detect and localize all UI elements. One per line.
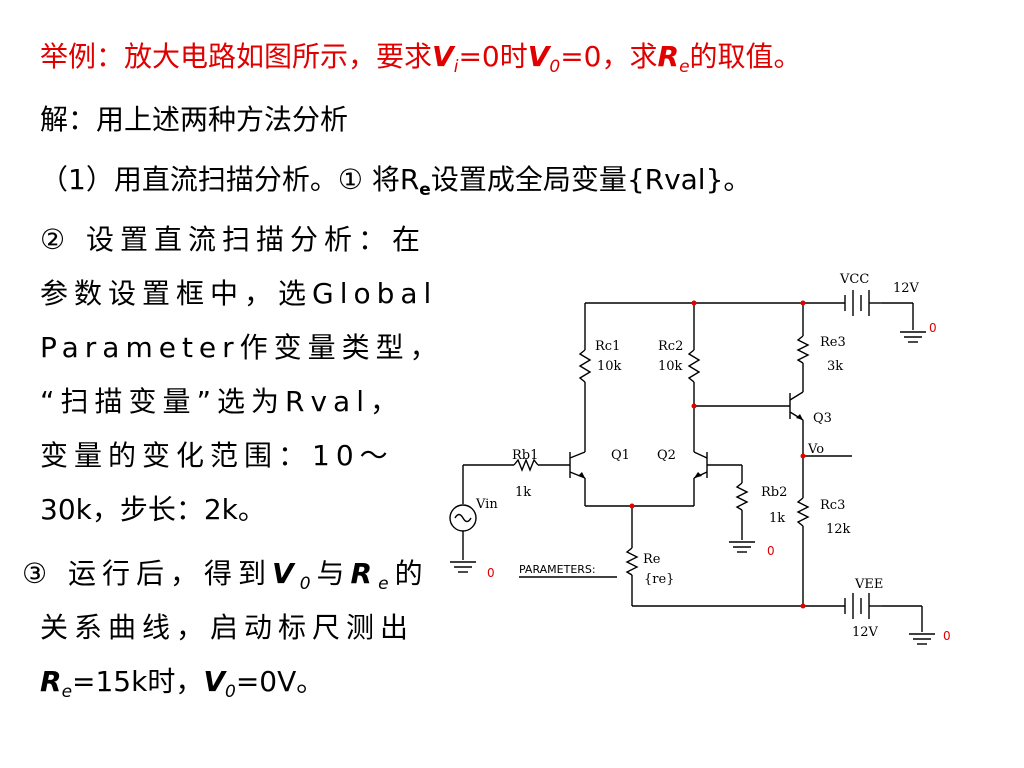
ground-label-vin: 0 — [487, 566, 495, 580]
circuit-schematic: VCC 12V 0 Rc1 10k Rc2 10k Re3 3k Q3 Vo Q… — [449, 272, 951, 645]
step3-line-2: 关系曲线，启动标尺测出 — [40, 611, 415, 644]
re3-value: 3k — [827, 359, 843, 374]
q1-label: Q1 — [611, 448, 630, 463]
ground-label-vcc: 0 — [929, 321, 937, 335]
title-text-4: 的取值。 — [689, 40, 802, 73]
step3-text-2: 与 — [316, 557, 351, 590]
title-text: 放大电路如图所示，要求 — [124, 40, 433, 73]
step1-text: （1）用直流扫描分析。① 将R — [40, 163, 420, 196]
rc1-value: 10k — [597, 359, 622, 374]
step2-line-3: Parameter作变量类型， — [40, 331, 444, 364]
step3-var-v0: V — [272, 557, 300, 590]
step3-var-v02-sub: 0 — [225, 682, 236, 702]
var-v0-sub: 0 — [549, 57, 561, 77]
solution-intro: 解：用上述两种方法分析 — [40, 103, 349, 136]
rc2-name: Rc2 — [658, 339, 683, 354]
title-text-3: =0，求 — [560, 40, 658, 73]
var-v0: V — [527, 40, 550, 73]
q2-label: Q2 — [657, 448, 676, 463]
rc1-name: Rc1 — [595, 339, 620, 354]
step3-text-3: 的 — [394, 557, 429, 590]
step3-text-4: =15k时， — [72, 665, 204, 698]
step2-line-2: 参数设置框中，选Global — [40, 277, 438, 310]
vcc-value: 12V — [893, 281, 920, 296]
rc2-value: 10k — [658, 359, 683, 374]
step2-line-1: ② 设置直流扫描分析：在 — [40, 223, 427, 256]
step3-line-1: ③ 运行后，得到V0与Re的 — [22, 552, 429, 606]
step1-line: （1）用直流扫描分析。① 将Re设置成全局变量{Rval}。 — [40, 158, 751, 212]
q3-label: Q3 — [813, 411, 832, 426]
title-prefix: 举例： — [40, 40, 125, 73]
step1-text-2: 设置成全局变量{Rval}。 — [430, 163, 752, 196]
rb1-name: Rb1 — [512, 448, 538, 463]
parameters-label: PARAMETERS: — [519, 563, 596, 576]
var-vi: V — [432, 40, 454, 73]
step3-text-5: =0V。 — [235, 665, 325, 698]
vo-label: Vo — [807, 442, 824, 457]
rb1-value: 1k — [515, 485, 531, 500]
step3-var-re2-sub: e — [61, 682, 73, 702]
title-line: 举例：放大电路如图所示，要求Vi=0时V0=0，求Re的取值。 — [40, 35, 802, 89]
step2-line-5: 变量的变化范围：10～ — [40, 439, 394, 472]
step3-line-3: Re=15k时，V0=0V。 — [40, 660, 324, 714]
step3-var-re-sub: e — [378, 574, 395, 594]
vin-label: Vin — [475, 497, 498, 512]
var-re-sub: e — [679, 57, 690, 77]
ground-label-vee: 0 — [943, 629, 951, 643]
step3-var-re: R — [350, 557, 379, 590]
step3-text: ③ 运行后，得到 — [22, 557, 273, 590]
rb2-name: Rb2 — [761, 485, 787, 500]
var-re: R — [657, 40, 680, 73]
var-vi-sub: i — [453, 57, 459, 77]
re-name: Re — [643, 552, 661, 567]
rc3-name: Rc3 — [820, 498, 845, 513]
step2-line-4: “扫描变量”选为Rval， — [40, 385, 404, 418]
title-text-2: =0时 — [458, 40, 528, 73]
re3-name: Re3 — [820, 335, 846, 350]
vee-value: 12V — [852, 625, 879, 640]
vcc-label: VCC — [839, 272, 869, 287]
step1-sub: e — [419, 180, 431, 200]
step2-line-6: 30k，步长：2k。 — [40, 493, 266, 526]
step3-var-v02: V — [203, 665, 226, 698]
rc3-value: 12k — [826, 522, 851, 537]
ground-label-rb2: 0 — [767, 544, 775, 558]
step3-var-re2: R — [40, 665, 62, 698]
re-value: {re} — [644, 572, 674, 587]
vee-label: VEE — [854, 577, 883, 592]
step3-var-v0-sub: 0 — [299, 574, 317, 594]
rb2-value: 1k — [769, 511, 785, 526]
